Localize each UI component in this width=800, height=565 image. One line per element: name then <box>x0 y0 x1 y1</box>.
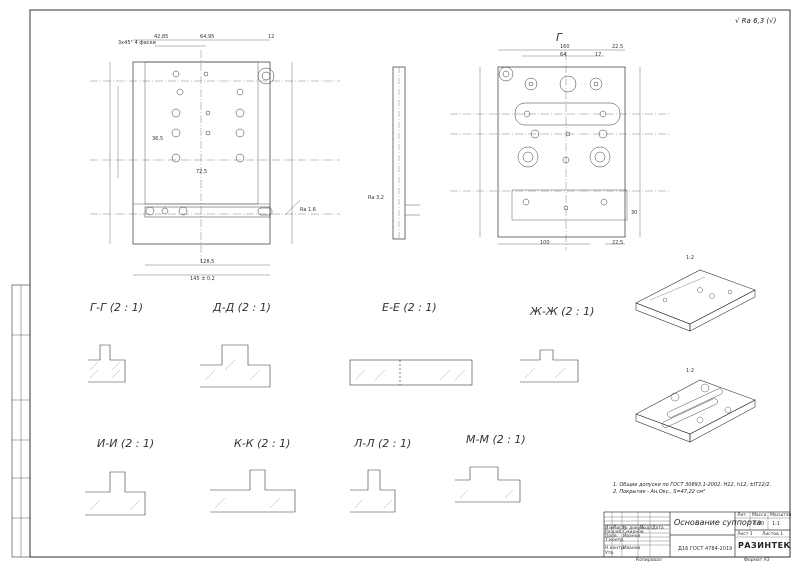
dim-64b: 64 <box>560 52 567 58</box>
roughness-symbol: √ Ra 6,3 (√) <box>735 17 777 25</box>
company-logo: РАЗИНТЕК <box>738 541 791 550</box>
part-name: Основание суппорта <box>674 518 762 527</box>
material-standard: Д16 ГОСТ 4784-2019 <box>678 546 733 552</box>
dim-225: 22,5 <box>612 44 624 50</box>
dim-30: 30 <box>631 210 638 216</box>
view-letter-g: Г <box>556 31 563 44</box>
dim-42: 42,85 <box>154 34 169 40</box>
tb-role-check: Пров. <box>605 534 619 539</box>
dim-160: 160 <box>560 44 570 50</box>
tb-name-dev: Смирнов <box>623 530 644 535</box>
dim-145: 145 ± 0,2 <box>190 276 215 282</box>
tb-head-lit: Лит. <box>737 513 748 518</box>
dim-365: 36,5 <box>152 136 164 142</box>
tb-role-dev: Разраб. <box>605 530 623 535</box>
tb-mass-value: 0.90 <box>753 521 765 527</box>
tb-name-check: Иванов <box>623 534 641 539</box>
tb-col-izm: Изм <box>605 526 615 531</box>
dim-1285: 128,5 <box>200 259 215 265</box>
tb-col-list: Лист <box>613 526 625 531</box>
tb-sheet: Лист 1 <box>737 532 753 537</box>
dim-12: 12 <box>268 34 275 40</box>
tb-col-doc: № докум. <box>623 526 646 531</box>
section-m-label: М-М (2 : 1) <box>466 433 526 446</box>
tb-name-ncontr: Иванов <box>623 546 641 551</box>
note-1: 1. Общие допуски по ГОСТ 30893.1-2002: H… <box>613 482 772 488</box>
section-k-label: К-К (2 : 1) <box>234 437 291 450</box>
section-e-label: Е-Е (2 : 1) <box>382 301 437 314</box>
section-d-label: Д-Д (2 : 1) <box>213 301 271 314</box>
tb-role-ncontr: Н.контр. <box>605 546 626 551</box>
tb-head-scale: Масштаб <box>770 513 792 518</box>
rough-16: Ra 1,6 <box>300 207 316 213</box>
section-g-label: Г-Г (2 : 1) <box>90 301 144 314</box>
note-2: 2. Покрытие - Ан.Окс., S=47,22 см² <box>613 489 706 495</box>
tb-scale-value: 1:1 <box>772 521 781 527</box>
dim-17: 17 <box>595 52 602 58</box>
tb-role-tcontr: Т.контр. <box>605 538 625 543</box>
tb-role-approve: Утв. <box>605 551 615 556</box>
dim-225b: 22,5 <box>612 240 624 246</box>
section-l-label: Л-Л (2 : 1) <box>354 437 412 450</box>
iso-scale-2: 1:2 <box>686 368 695 374</box>
dim-chamfer: 3x45° 4 фаски <box>118 40 156 46</box>
dim-100: 100 <box>540 240 550 246</box>
section-i-label: И-И (2 : 1) <box>97 437 155 450</box>
rough-32: Ra 3,2 <box>368 195 384 201</box>
tb-copied: Копировал <box>636 558 662 563</box>
tb-col-date: Дата <box>652 526 664 531</box>
tb-sheets: Листов 1 <box>762 532 784 537</box>
dim-64: 64,95 <box>200 34 215 40</box>
dim-725: 72,5 <box>196 169 208 175</box>
iso-scale-1: 1:2 <box>686 255 695 261</box>
tb-head-mass: Масса <box>752 513 767 518</box>
section-zh-label: Ж-Ж (2 : 1) <box>530 305 595 318</box>
technical-notes: 1. Общие допуски по ГОСТ 30893.1-2002: H… <box>613 482 771 496</box>
tb-col-sign: Подп. <box>640 526 654 531</box>
tb-format: Формат А3 <box>744 558 770 563</box>
